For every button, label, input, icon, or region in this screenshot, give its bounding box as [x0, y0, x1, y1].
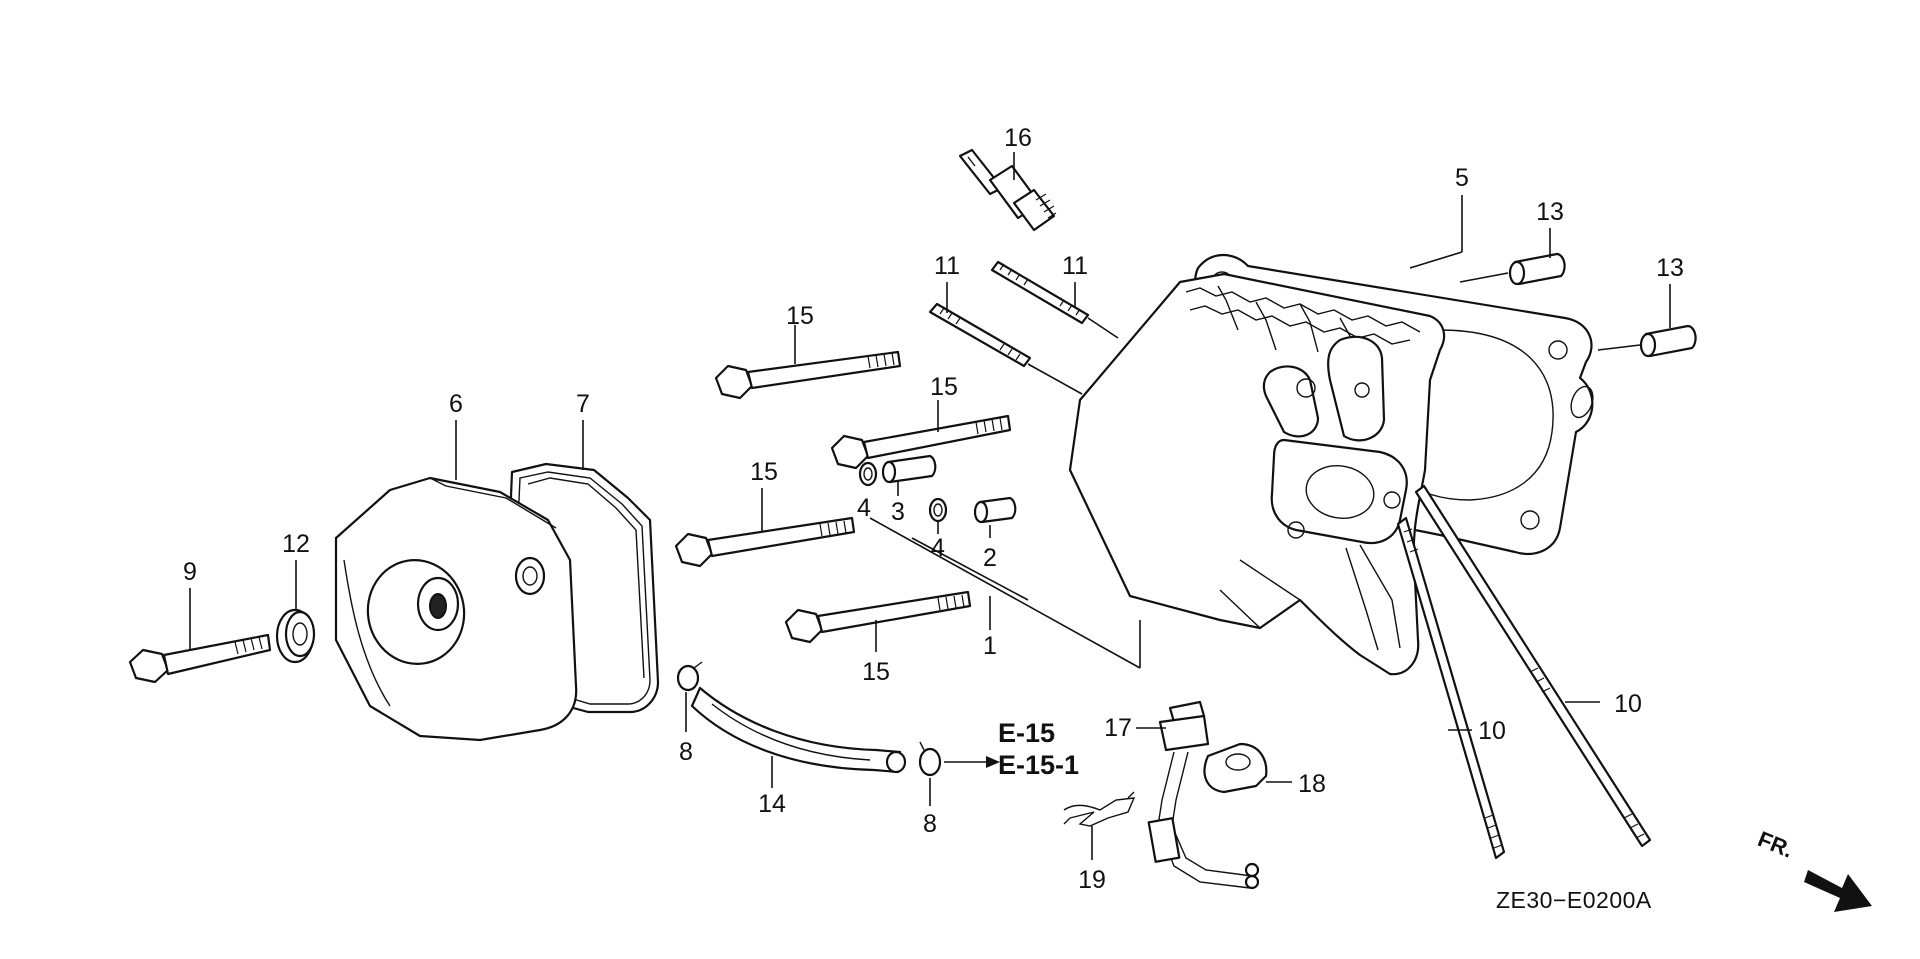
- stud-bolt-upper: [990, 260, 1090, 325]
- oil-level-switch: [1147, 700, 1260, 890]
- flange-bolt-d: [784, 590, 972, 644]
- callout-4b: 4: [931, 534, 945, 562]
- reference-e15: E-15: [998, 718, 1055, 748]
- callout-19: 19: [1078, 866, 1106, 894]
- hose-clamp-b: [918, 741, 942, 777]
- callout-10a: 10: [1478, 717, 1506, 745]
- callout-7: 7: [576, 390, 590, 418]
- dowel-3: [881, 454, 937, 484]
- dowel-2: [973, 496, 1017, 524]
- callout-2: 2: [983, 544, 997, 572]
- dowel-pin-a: [1508, 252, 1566, 286]
- flange-bolt-a: [714, 350, 902, 400]
- clip-4b: [928, 497, 948, 523]
- callout-15b: 15: [930, 373, 958, 401]
- hose-clamp-a: [676, 661, 703, 692]
- callout-15a: 15: [786, 302, 814, 330]
- callout-4a: 4: [857, 494, 871, 522]
- callout-11a: 11: [934, 252, 960, 280]
- wire-clip: [1063, 791, 1136, 827]
- callout-15d: 15: [862, 658, 890, 686]
- rocker-cover: [334, 476, 578, 742]
- callout-12: 12: [282, 530, 310, 558]
- wire-cap: [1203, 742, 1268, 794]
- callout-6: 6: [449, 390, 463, 418]
- callout-9: 9: [183, 558, 197, 586]
- flange-bolt-b: [830, 414, 1012, 470]
- callout-11b: 11: [1062, 252, 1088, 280]
- callout-13a: 13: [1536, 198, 1564, 226]
- breather-tube: [690, 686, 907, 774]
- cover-bolt: [128, 633, 272, 684]
- callout-14: 14: [758, 790, 786, 818]
- callout-5: 5: [1455, 164, 1469, 192]
- stud-bolt-lower: [928, 302, 1032, 368]
- front-direction-arrow: [1804, 870, 1872, 912]
- callout-17: 17: [1104, 714, 1132, 742]
- sealing-washer: [275, 608, 316, 664]
- front-direction-label: FR.: [1754, 826, 1796, 862]
- spark-plug: [958, 148, 1057, 232]
- cylinder-head: [1068, 272, 1446, 676]
- clip-4a: [858, 461, 878, 487]
- flange-bolt-c: [674, 516, 856, 568]
- long-stud-b: [1414, 484, 1652, 848]
- callout-16: 16: [1004, 124, 1032, 152]
- reference-e15-1: E-15-1: [998, 750, 1079, 780]
- dowel-pin-b: [1639, 324, 1697, 358]
- callout-1: 1: [983, 632, 997, 660]
- drawing-code: ZE30−E0200A: [1496, 887, 1652, 913]
- callout-8a: 8: [679, 738, 693, 766]
- callout-3: 3: [891, 498, 905, 526]
- callout-13b: 13: [1656, 254, 1684, 282]
- long-stud-a: [1396, 516, 1506, 860]
- callout-8b: 8: [923, 810, 937, 838]
- callout-18: 18: [1298, 770, 1326, 798]
- callout-10b: 10: [1614, 690, 1642, 718]
- reference-arrow: [944, 756, 1000, 768]
- callout-15c: 15: [750, 458, 778, 486]
